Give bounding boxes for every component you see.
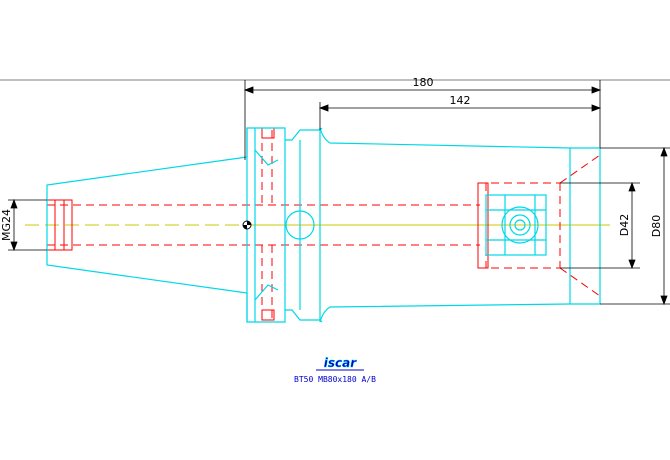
body-outline bbox=[319, 127, 601, 323]
dim-thread: MG24 bbox=[0, 209, 13, 241]
part-outline bbox=[46, 127, 601, 323]
screw-circle bbox=[501, 206, 539, 244]
dim-outer-diameter: D80 bbox=[650, 215, 663, 237]
iscar-logo-icon: iscar bbox=[314, 354, 366, 372]
dimension-lines bbox=[8, 80, 670, 306]
dim-body-length: 142 bbox=[450, 94, 471, 107]
dim-bore: D42 bbox=[618, 214, 631, 236]
thread-end-marks bbox=[46, 127, 489, 321]
logo-text: iscar bbox=[324, 356, 357, 370]
taper-outline bbox=[46, 156, 248, 294]
dim-overall-length: 180 bbox=[413, 76, 434, 89]
datum-point-icon bbox=[242, 220, 252, 230]
flange-outline bbox=[246, 127, 323, 157]
tool-designation: BT50 MB80x180 A/B bbox=[294, 375, 376, 384]
